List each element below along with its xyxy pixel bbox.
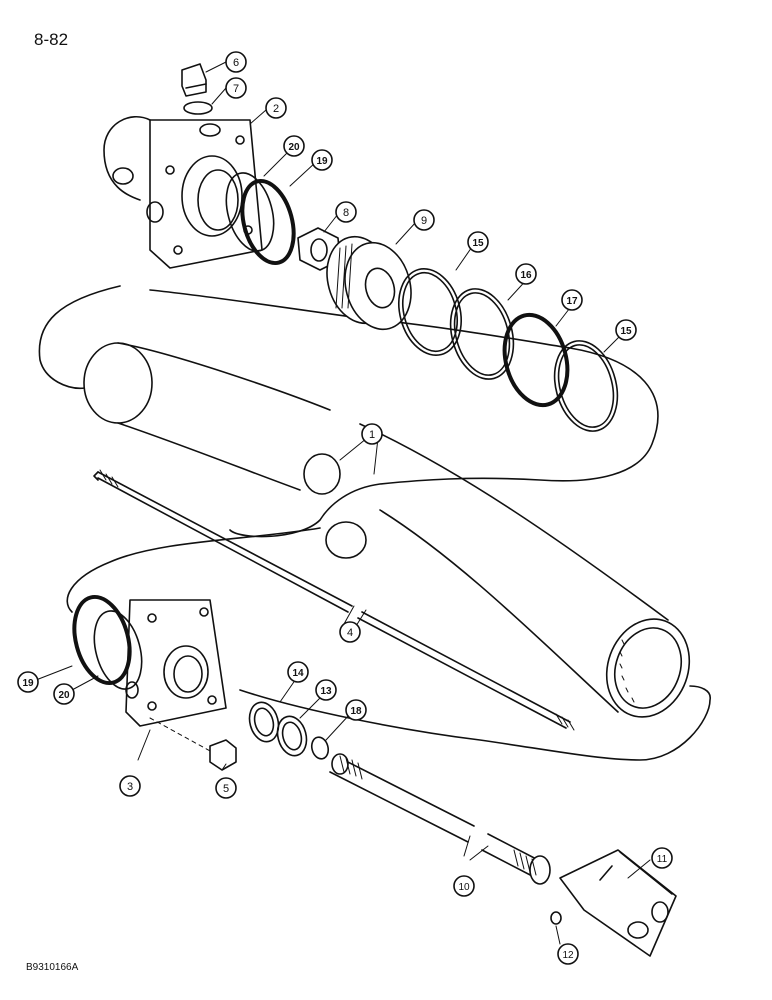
callout-12: 12 [557,943,579,965]
svg-text:19: 19 [22,678,34,689]
svg-text:8: 8 [343,207,349,219]
callout-13: 13 [315,679,337,701]
piston-rod [329,753,551,885]
wear-ring-15-b-inner [557,344,615,428]
rod-end-cap [125,599,227,727]
callout-18: 18 [345,699,367,721]
callout-7: 7 [225,77,247,99]
leader-lines [35,61,651,945]
figure-code: B9310166A [26,962,79,973]
rod-seal-13 [276,715,308,757]
svg-text:19: 19 [316,156,328,167]
svg-text:6: 6 [233,57,239,69]
set-screw [550,911,562,925]
callout-17: 17 [561,289,583,311]
wear-ring-15-a-inner [402,271,458,353]
callout-3: 3 [119,775,141,797]
callout-19-lower: 19 [17,671,39,693]
wear-ring-15-b [553,340,619,432]
svg-text:9: 9 [421,215,427,227]
svg-text:15: 15 [620,326,632,337]
svg-text:4: 4 [347,627,353,639]
page-number: 8-82 [34,30,69,49]
callout-6: 6 [225,51,247,73]
callout-10: 10 [453,875,475,897]
port-plug [181,63,207,97]
upper-o-ring [240,178,296,266]
callout-8: 8 [335,201,357,223]
piston [326,235,412,331]
callout-15-first: 15 [467,231,489,253]
callout-15-second: 15 [615,319,637,341]
rod-seal-13-inner [281,721,303,751]
svg-text:20: 20 [58,690,70,701]
svg-text:10: 10 [458,882,470,893]
tie-rod-nut [149,717,237,771]
callout-4: 4 [339,621,361,643]
lower-o-ring [72,594,132,686]
svg-text:7: 7 [233,83,239,95]
callout-11: 11 [651,847,673,869]
upper-backup-ring [225,172,275,252]
svg-text:20: 20 [288,142,300,153]
svg-text:16: 16 [520,270,532,281]
svg-text:1: 1 [369,429,375,441]
svg-text:18: 18 [350,706,362,717]
callout-14: 14 [287,661,309,683]
svg-text:11: 11 [657,854,668,865]
wiper-seal-14-inner [253,707,275,737]
rod-clevis [559,849,677,957]
svg-text:5: 5 [223,783,229,795]
callout-1: 1 [361,423,383,445]
callout-5: 5 [215,777,237,799]
svg-text:3: 3 [127,781,133,793]
callout-16: 16 [515,263,537,285]
lower-backup-ring [93,610,143,690]
svg-text:2: 2 [273,103,279,115]
callout-20-lower: 20 [53,683,75,705]
callout-20-upper: 20 [283,135,305,157]
o-ring-18 [310,736,330,760]
callout-2: 2 [265,97,287,119]
head-end-cap [103,115,263,269]
svg-text:14: 14 [292,668,304,679]
callout-9: 9 [413,209,435,231]
o-ring-17 [502,312,570,408]
callout-19-upper: 19 [311,149,333,171]
wiper-seal-14 [248,701,280,743]
plug-o-ring [183,101,213,115]
cylinder-tube [83,342,691,718]
svg-text:15: 15 [472,238,484,249]
tie-rod [93,469,575,731]
svg-text:17: 17 [566,296,578,307]
svg-text:12: 12 [562,950,574,961]
piston-seal-16-inner [453,292,511,376]
svg-text:13: 13 [320,686,332,697]
